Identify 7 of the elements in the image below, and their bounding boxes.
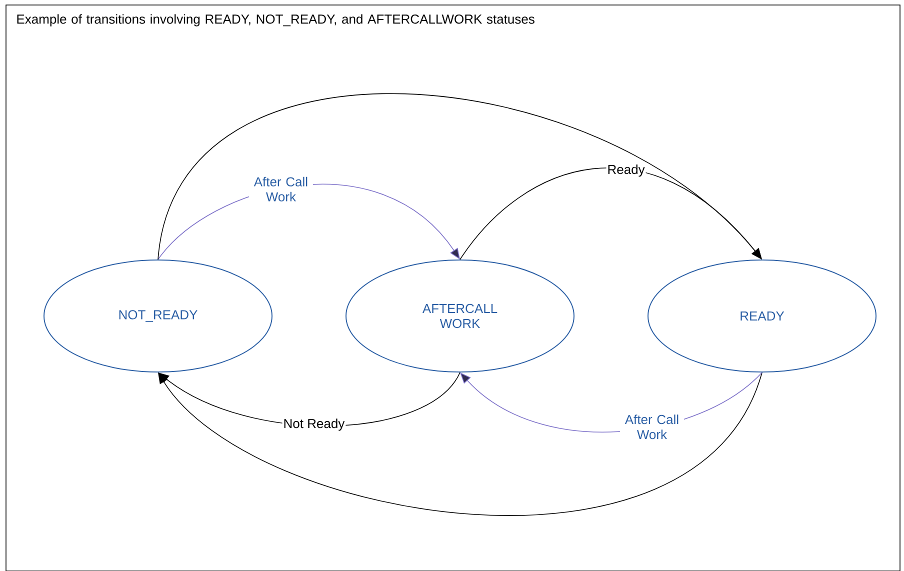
arrow — [158, 372, 762, 516]
arrow — [158, 93, 762, 260]
edge-label: After Call Work — [248, 176, 313, 202]
title: Example of transitions involving READY, NOT_READY, and AFTERCALLWORK statuses — [17, 14, 534, 26]
edge-label: Ready — [606, 164, 646, 178]
edge-label: After Call Work — [620, 414, 684, 440]
edge-label: Not Ready — [282, 418, 346, 432]
